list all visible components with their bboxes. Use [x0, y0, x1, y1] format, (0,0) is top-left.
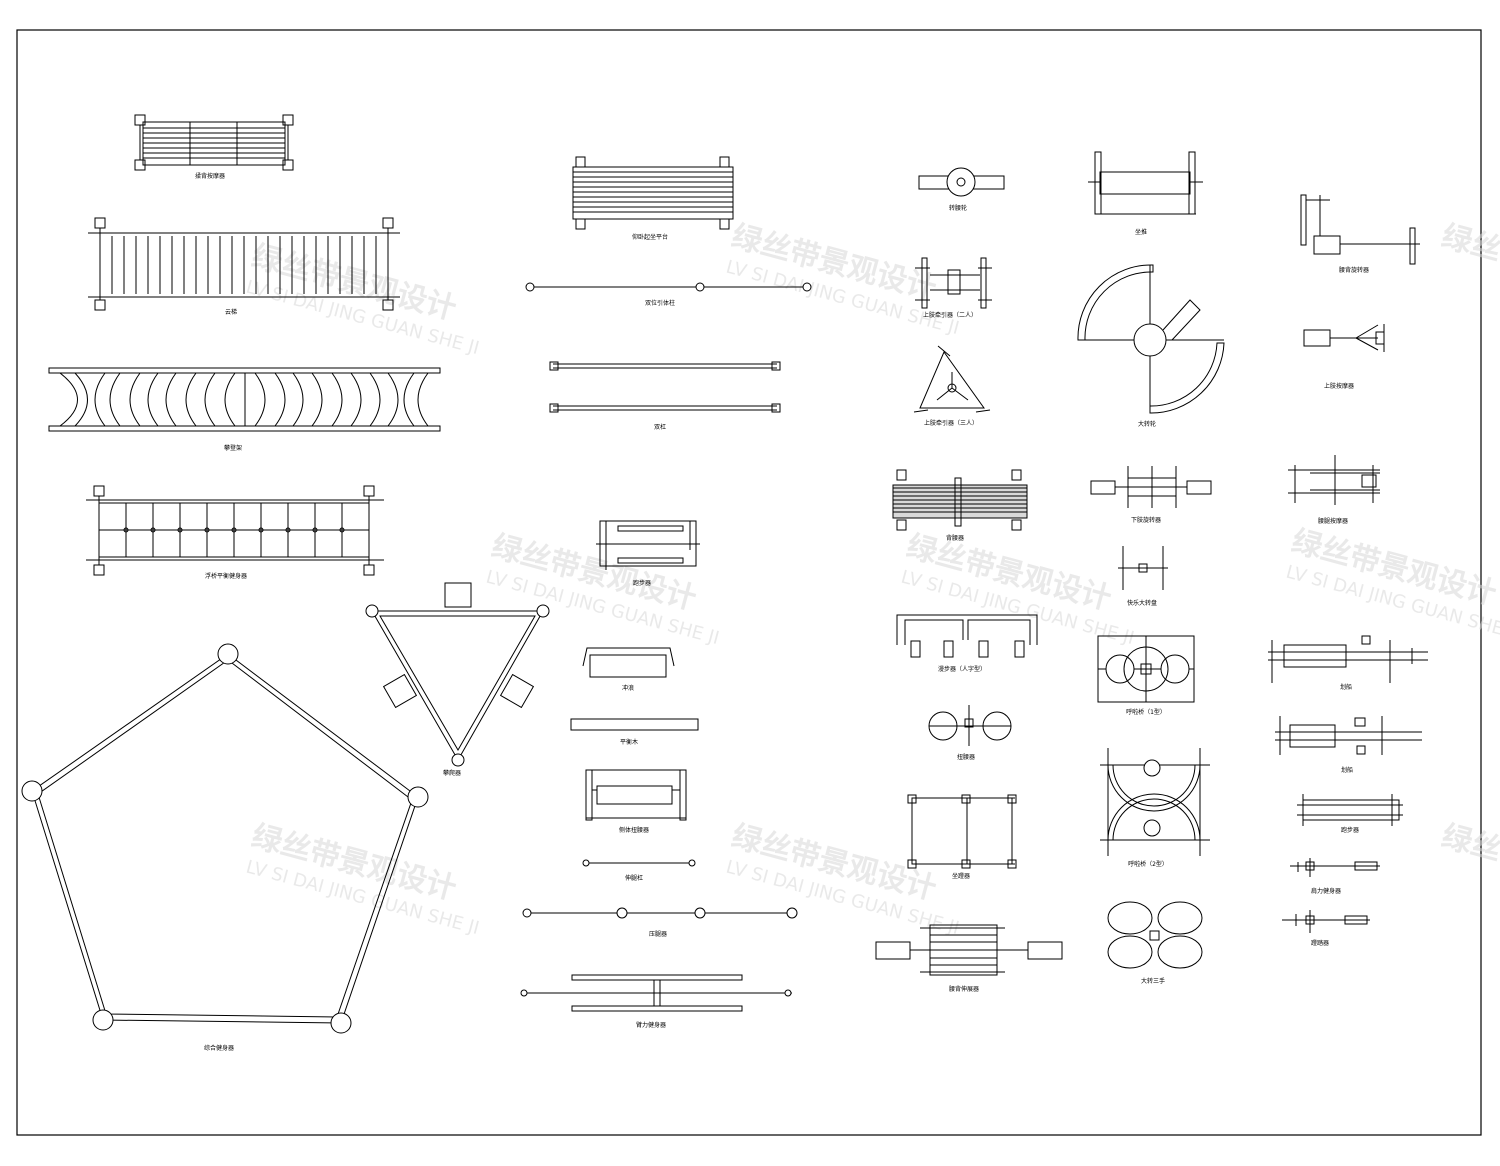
bench-board-symbol [572, 156, 734, 230]
balance-ladder-label: 浮桥平衡健身器 [205, 572, 247, 580]
back-roller-label: 背腰器 [946, 534, 964, 542]
leg-massager-label: 腰腿按摩器 [1318, 517, 1348, 525]
stepper-label: 跑步器 [1341, 826, 1359, 834]
back-massager-label: 揉背按摩器 [195, 172, 225, 180]
waist-rotator-label: 腰背旋转器 [1339, 266, 1369, 274]
pull-two-symbol [915, 257, 992, 309]
upper-massager-symbol [1303, 324, 1385, 352]
pull-three-label: 上肢牵引器（三人） [924, 419, 978, 427]
horizontal-bar-label: 双杠 [654, 423, 666, 431]
parallel-bars-label: 双位引体柱 [645, 299, 675, 307]
surf-label: 冲浪 [622, 684, 634, 692]
walker-double-symbol [896, 614, 1038, 658]
watermark-text: 绿丝带景观设计 [1438, 219, 1500, 307]
pusher-b-label: 划船 [1341, 766, 1353, 774]
walker-label: 跑步器 [633, 579, 651, 587]
walker-symbol [596, 520, 700, 570]
label-layer: 揉背按摩器 云梯 攀登架 浮桥平衡健身器 综合健身器 攀爬器 仰卧起坐平台 双位… [195, 172, 1369, 1052]
balance-beam-symbol [570, 718, 699, 731]
breath-single-symbol [1100, 748, 1210, 856]
wheel-symbol [918, 167, 1005, 197]
shoulder-symbol [1290, 858, 1380, 877]
surf-symbol [582, 647, 675, 678]
twister-disc-symbol [928, 705, 1012, 746]
leg-bar-symbol [582, 859, 696, 867]
balance-beam-label: 平衡木 [620, 738, 638, 746]
pull-two-label: 上肢牵引器（二人） [923, 311, 977, 319]
seesaw-label: 快乐大转盘 [1127, 599, 1157, 607]
pusher-symbol [907, 794, 1017, 869]
big-wheel-label: 大转轮 [1138, 420, 1156, 428]
pentagon-combo-label: 综合健身器 [204, 1044, 234, 1052]
triple-disc-label: 大转三手 [1141, 977, 1165, 985]
waist-twister-label: 侧体扭腰器 [619, 826, 649, 834]
lower-twister-label: 下肢旋转器 [1131, 516, 1161, 524]
triangle-combo-label: 攀爬器 [443, 769, 461, 777]
pusher-b-symbol [1275, 716, 1422, 755]
wheel-label: 转腰轮 [949, 204, 967, 212]
back-rack-symbol [875, 924, 1063, 976]
drawing-frame [16, 29, 1482, 1136]
pole-label: 坐推 [1135, 228, 1147, 236]
shoulder-label: 肩力健身器 [1311, 887, 1341, 895]
cloud-ladder-label: 云梯 [225, 308, 237, 316]
breath-double-label: 呼啦桥（1型） [1126, 708, 1166, 716]
watermark-text: 绿丝带景观设计 [1438, 819, 1500, 907]
pusher-label: 坐蹬器 [952, 872, 970, 880]
waist-rotator-symbol [1300, 194, 1420, 265]
parallel-bars-symbol [525, 282, 812, 292]
breath-single-label: 呼啦桥（2型） [1128, 860, 1168, 868]
spinner-label: 蹬踏器 [1311, 939, 1329, 947]
triangle-combo-symbol [365, 582, 550, 767]
leg-massager-symbol [1288, 455, 1380, 505]
leg-press-symbol [522, 907, 798, 919]
walker-double-label: 漫步器（人字型） [938, 665, 986, 673]
leg-bar-label: 伸腿杠 [625, 874, 643, 882]
rower-label: 划船 [1340, 683, 1352, 691]
bench-board-label: 仰卧起坐平台 [632, 233, 668, 241]
big-wheel-symbol [1077, 264, 1225, 414]
stepper-symbol [1297, 794, 1403, 826]
rower-symbol [1268, 635, 1428, 683]
twister-disc-label: 扭腰器 [957, 753, 975, 761]
arch-ladder-label: 攀登架 [224, 444, 242, 452]
pentagon-combo-symbol [21, 643, 429, 1034]
cloud-ladder-symbol [88, 217, 400, 311]
back-massager-symbol [134, 114, 294, 171]
seesaw-symbol [1118, 546, 1168, 590]
upper-massager-label: 上肢按摩器 [1324, 382, 1354, 390]
triple-disc-symbol [1107, 901, 1203, 969]
arm-strength-label: 臂力健身器 [636, 1021, 666, 1029]
breath-double-symbol [1097, 635, 1195, 703]
spinner-symbol [1282, 910, 1370, 933]
horizontal-bar-symbol [549, 361, 781, 413]
back-rack-label: 腰背伸展器 [949, 985, 979, 993]
pole-symbol [1088, 151, 1203, 215]
arch-ladder-symbol [48, 367, 441, 432]
lower-twister-symbol [1090, 466, 1212, 508]
back-roller-symbol [892, 469, 1028, 531]
leg-press-label: 压腿器 [649, 931, 667, 938]
arm-strength-symbol [520, 974, 792, 1012]
balance-ladder-symbol [86, 485, 384, 576]
waist-twister-symbol [585, 769, 687, 821]
pull-three-symbol [913, 345, 991, 413]
watermark-layer: 绿丝带景观设计 LV SI DAI JING GUAN SHE JI 绿丝带景观… [244, 219, 1500, 939]
